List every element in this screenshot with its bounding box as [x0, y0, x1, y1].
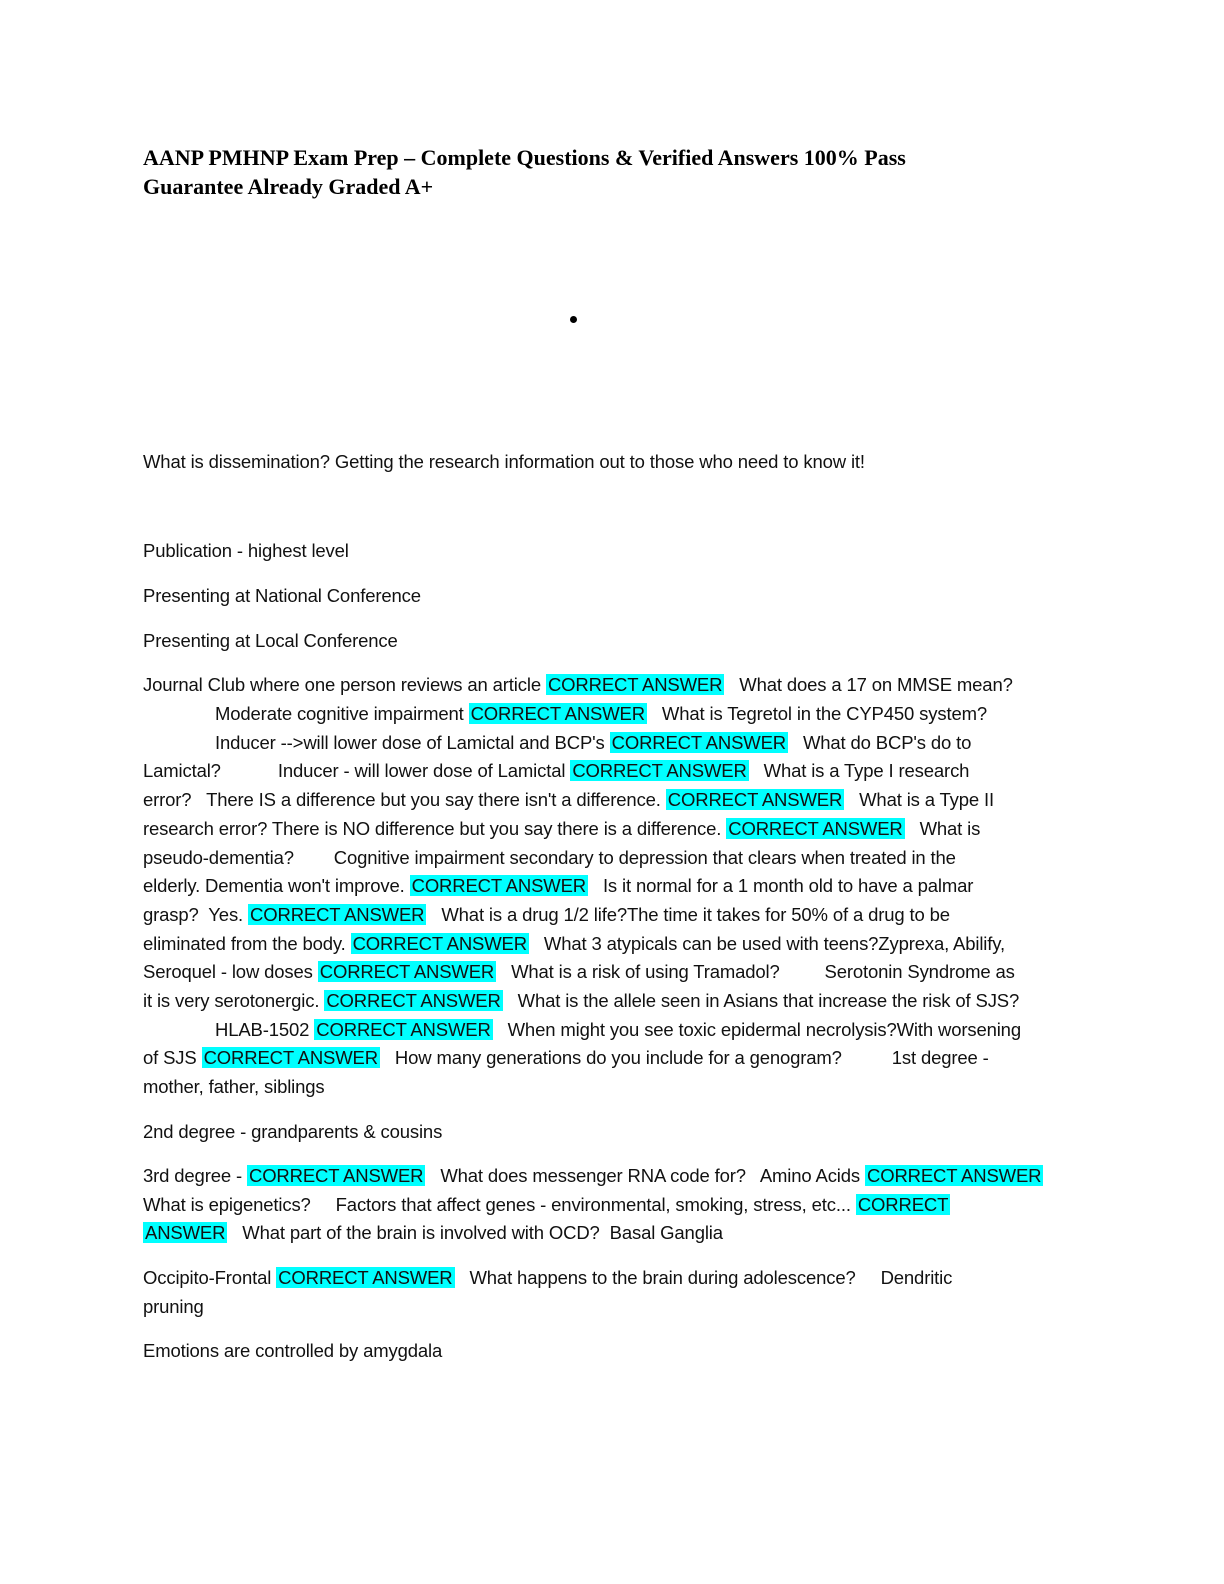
paragraph-second-degree: 2nd degree - grandparents & cousins — [143, 1121, 443, 1142]
correct-answer-highlight-part: ANSWER — [143, 1222, 228, 1243]
correct-answer-highlight: CORRECT ANSWER — [201, 1047, 380, 1068]
qa-line: ANSWER What part of the brain is involve… — [143, 1222, 723, 1243]
qa-line: HLAB-1502 CORRECT ANSWER When might you … — [215, 1019, 1021, 1040]
correct-answer-highlight: CORRECT ANSWER — [545, 674, 725, 695]
qa-line: eliminated from the body. CORRECT ANSWER… — [143, 933, 1005, 954]
qa-line: pruning — [143, 1296, 204, 1317]
paragraph-emotions: Emotions are controlled by amygdala — [143, 1340, 443, 1361]
correct-answer-highlight: CORRECT ANSWER — [865, 1165, 1044, 1186]
correct-answer-highlight: CORRECT ANSWER — [570, 760, 749, 781]
title-line-2: Guarantee Already Graded A+ — [143, 174, 434, 199]
correct-answer-highlight: CORRECT ANSWER — [276, 1267, 455, 1288]
qa-line: What is epigenetics? Factors that affect… — [143, 1194, 951, 1215]
qa-line: grasp? Yes. CORRECT ANSWER What is a dru… — [143, 904, 950, 925]
paragraph-publication: Publication - highest level — [143, 540, 349, 561]
qa-line: Seroquel - low doses CORRECT ANSWER What… — [143, 961, 1015, 982]
qa-line: pseudo-dementia? Cognitive impairment se… — [143, 847, 956, 868]
qa-line: error? There IS a difference but you say… — [143, 789, 995, 810]
qa-line: Occipito-Frontal CORRECT ANSWER What hap… — [143, 1267, 953, 1288]
correct-answer-highlight: CORRECT ANSWER — [665, 789, 845, 810]
qa-line: Inducer -->will lower dose of Lamictal a… — [215, 732, 972, 753]
correct-answer-highlight: CORRECT ANSWER — [609, 732, 788, 753]
correct-answer-highlight: CORRECT ANSWER — [324, 990, 503, 1011]
correct-answer-highlight-part: CORRECT — [855, 1194, 951, 1215]
correct-answer-highlight: CORRECT ANSWER — [350, 933, 529, 954]
qa-line: 3rd degree - CORRECT ANSWER What does me… — [143, 1165, 1044, 1186]
qa-line: of SJS CORRECT ANSWER How many generatio… — [143, 1047, 989, 1068]
paragraph-local-conference: Presenting at Local Conference — [143, 630, 398, 651]
qa-line: Journal Club where one person reviews an… — [143, 674, 1013, 695]
correct-answer-highlight: CORRECT ANSWER — [468, 703, 647, 724]
correct-answer-highlight: CORRECT ANSWER — [246, 1165, 426, 1186]
paragraph-national-conference: Presenting at National Conference — [143, 585, 421, 606]
document-title: AANP PMHNP Exam Prep – Complete Question… — [143, 143, 1043, 201]
qa-line: research error? There is NO difference b… — [143, 818, 981, 839]
correct-answer-highlight: CORRECT ANSWER — [314, 1019, 493, 1040]
qa-line: Lamictal?Inducer - will lower dose of La… — [143, 760, 970, 781]
correct-answer-highlight: CORRECT ANSWER — [248, 904, 427, 925]
correct-answer-highlight: CORRECT ANSWER — [409, 875, 588, 896]
bullet-dot — [570, 316, 577, 323]
qa-line: elderly. Dementia won't improve. CORRECT… — [143, 875, 974, 896]
correct-answer-highlight: CORRECT ANSWER — [317, 961, 497, 982]
correct-answer-highlight: CORRECT ANSWER — [726, 818, 905, 839]
title-line-1: AANP PMHNP Exam Prep – Complete Question… — [143, 145, 906, 170]
qa-line: it is very serotonergic. CORRECT ANSWER … — [143, 990, 1020, 1011]
qa-line: mother, father, siblings — [143, 1076, 325, 1097]
paragraph-dissemination: What is dissemination? Getting the resea… — [143, 451, 865, 472]
qa-line: Moderate cognitive impairment CORRECT AN… — [215, 703, 987, 724]
